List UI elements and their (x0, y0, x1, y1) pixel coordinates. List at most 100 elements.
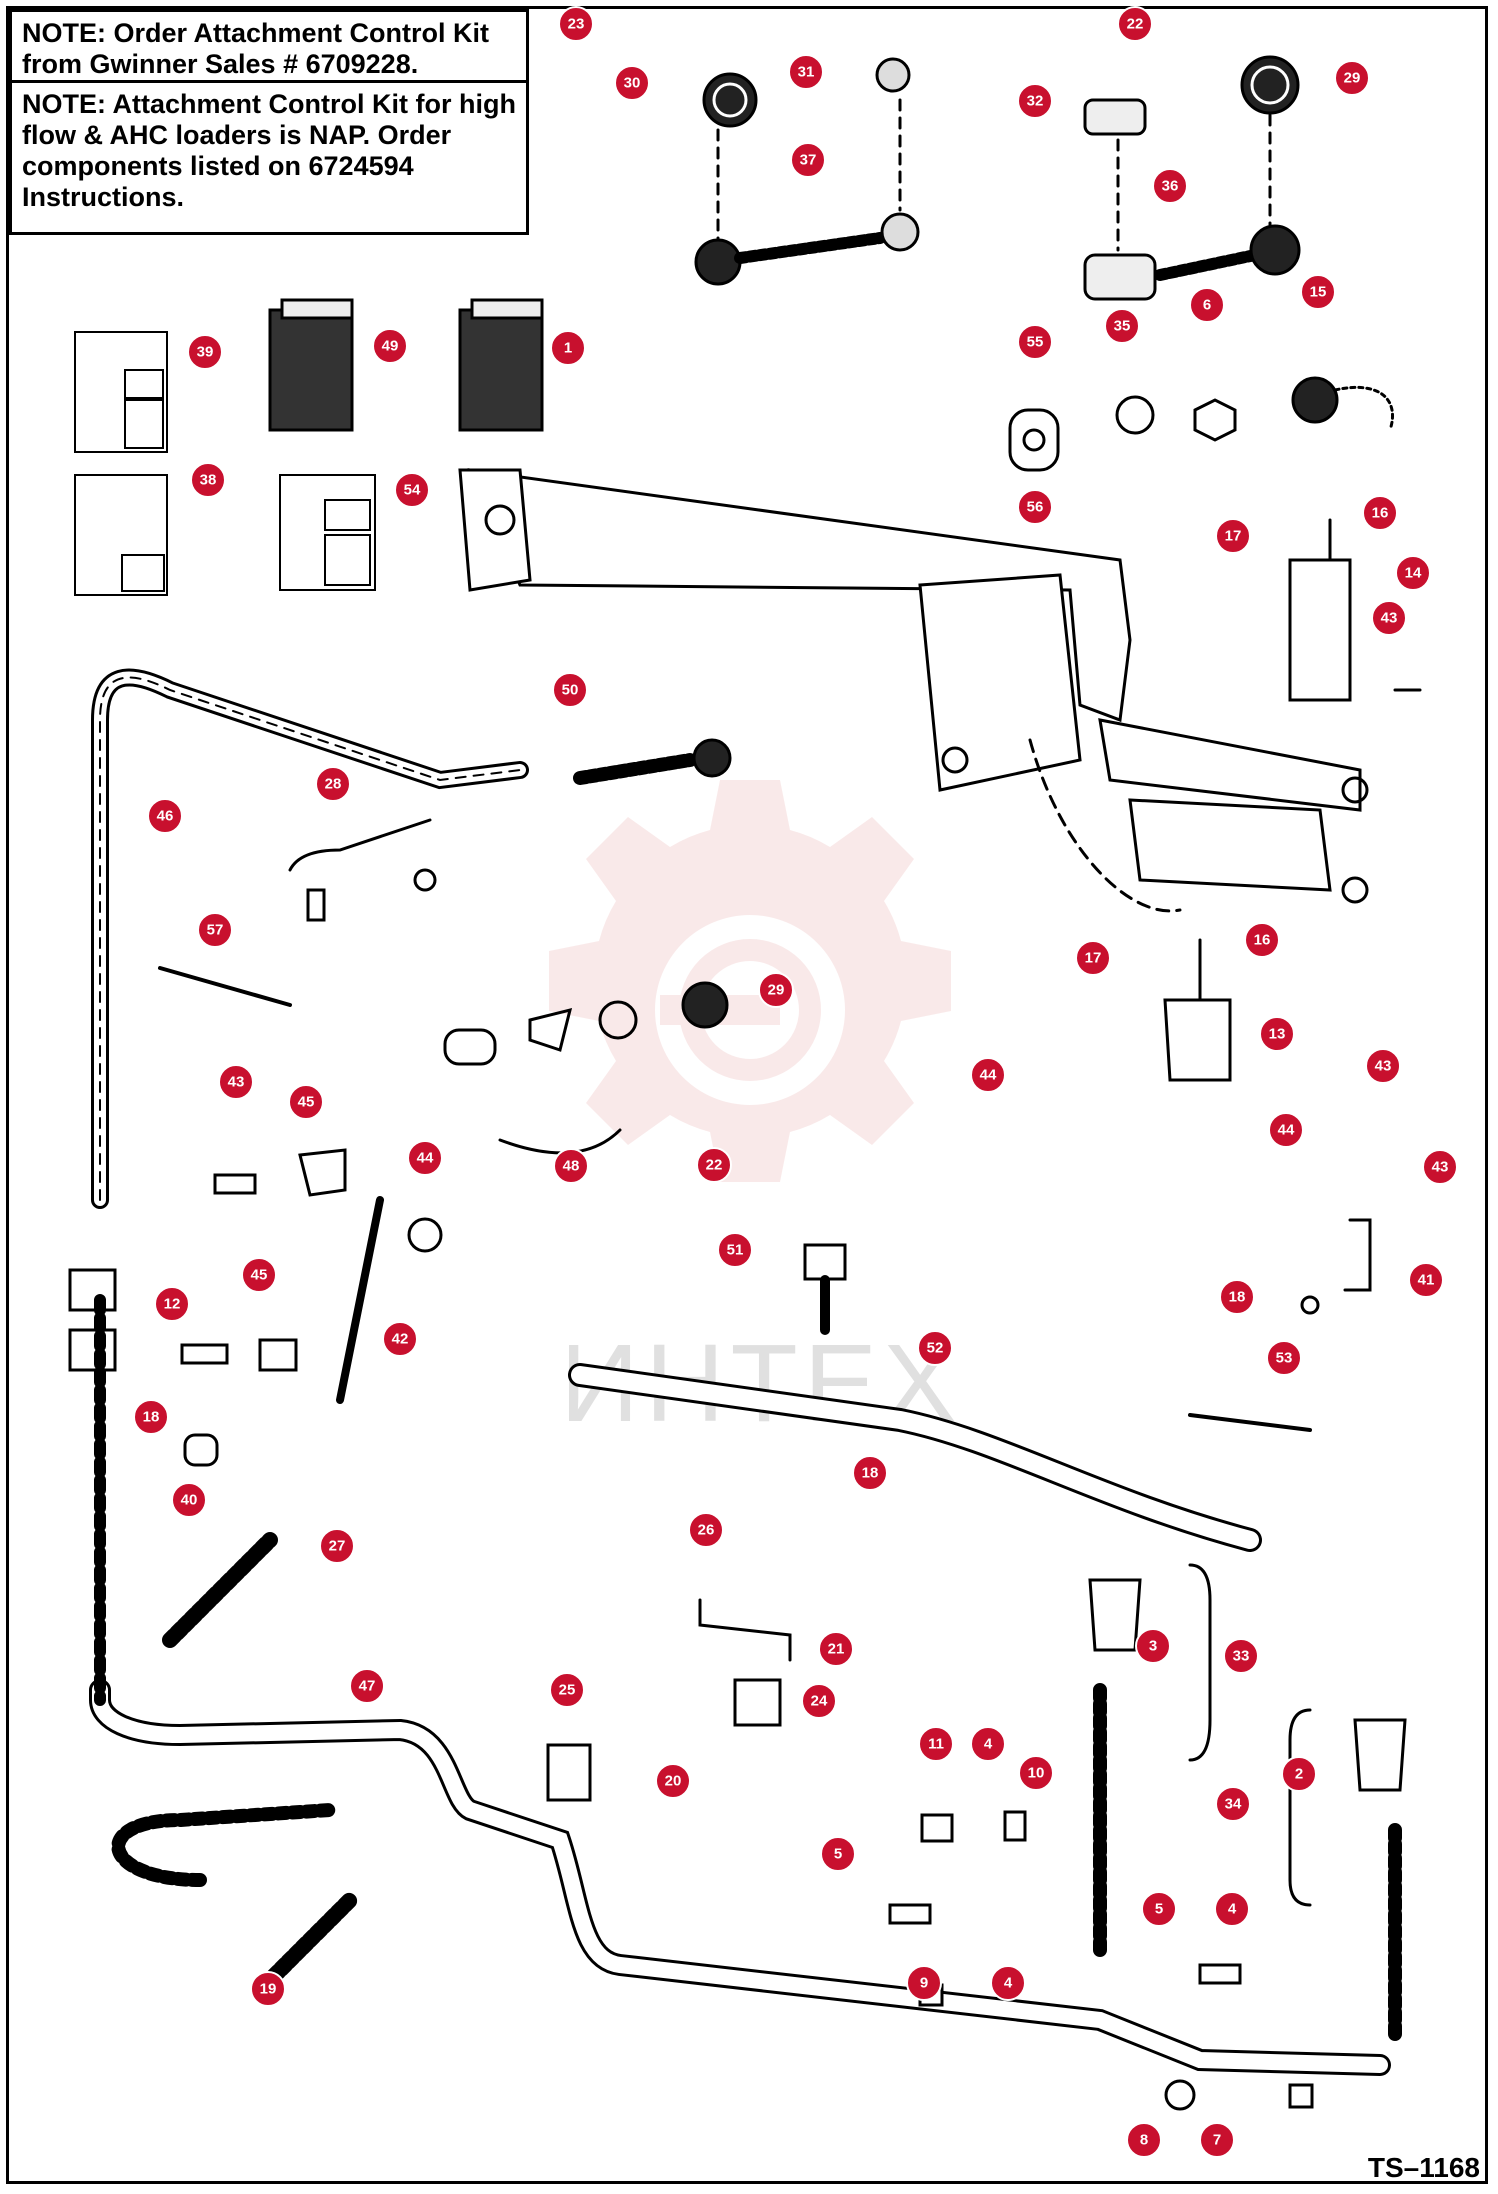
callout-marker (372, 328, 408, 364)
bracket-14 (1288, 518, 1422, 702)
callout-4: 4 (1214, 1891, 1250, 1927)
callout-number: 31 (798, 64, 815, 81)
callout-marker (147, 798, 183, 834)
callout-number: 56 (1027, 499, 1044, 516)
callout-marker (154, 1286, 190, 1322)
callout-marker (550, 330, 586, 366)
callout-marker (970, 1057, 1006, 1093)
callout-marker (1422, 1149, 1458, 1185)
watermark-gear-icon (549, 780, 951, 1182)
callout-marker (133, 1399, 169, 1435)
part-5a (888, 1903, 932, 1925)
callout-marker (790, 142, 826, 178)
callout-marker (1219, 1279, 1255, 1315)
manual-38 (74, 474, 168, 596)
callout-number: 22 (706, 1157, 723, 1174)
note-label: NOTE: (22, 18, 106, 48)
cable-tie-57 (158, 966, 292, 1007)
callout-number: 14 (1405, 565, 1422, 582)
callout-number: 36 (1162, 178, 1179, 195)
callout-number: 23 (568, 16, 585, 33)
callout-marker (655, 1763, 691, 1799)
callout-marker (1126, 2122, 1162, 2158)
callout-19: 19 (250, 1971, 286, 2007)
callout-marker (1395, 555, 1431, 591)
callout-number: 22 (1127, 16, 1144, 33)
callout-number: 4 (1228, 1901, 1237, 1918)
brace-33 (1188, 1563, 1212, 1762)
callout-number: 5 (834, 1846, 842, 1863)
note-kit-order: NOTE: Order Attachment Control Kit from … (9, 9, 529, 83)
callout-22: 22 (1117, 6, 1153, 42)
callout-number: 44 (417, 1150, 434, 1167)
callout-number: 6 (1203, 297, 1211, 314)
harness-52 (568, 1363, 1262, 1552)
callout-45: 45 (241, 1257, 277, 1293)
callout-marker (349, 1668, 385, 1704)
drawing-code: TS–1168 (1367, 2152, 1480, 2183)
callout-34: 34 (1215, 1786, 1251, 1822)
callout-marker (688, 1512, 724, 1548)
callout-28: 28 (315, 766, 351, 802)
callout-number: 17 (1225, 528, 1242, 545)
callout-35: 35 (1104, 308, 1140, 344)
callout-number: 25 (559, 1682, 576, 1699)
callout-marker (918, 1726, 954, 1762)
callout-marker (1017, 324, 1053, 360)
callout-53: 53 (1266, 1340, 1302, 1376)
callout-marker (197, 912, 233, 948)
callout-37: 37 (790, 142, 826, 178)
callout-number: 7 (1213, 2132, 1221, 2149)
part-7 (1288, 2083, 1314, 2109)
decal-pack-1 (458, 298, 544, 432)
callout-number: 37 (800, 152, 817, 169)
callout-number: 57 (207, 922, 224, 939)
callout-11: 11 (918, 1726, 954, 1762)
part-10 (1003, 1810, 1027, 1842)
bracket-26 (698, 1598, 792, 1662)
callout-27: 27 (319, 1528, 355, 1564)
callout-number: 8 (1140, 2132, 1148, 2149)
callout-number: 4 (1004, 1975, 1013, 1992)
callout-14: 14 (1395, 555, 1431, 591)
decal-pack-49 (268, 298, 354, 432)
callout-56: 56 (1017, 489, 1053, 525)
callout-number: 54 (404, 482, 421, 499)
callout-marker (1223, 1638, 1259, 1674)
callout-number: 49 (382, 338, 399, 355)
callout-number: 34 (1225, 1796, 1242, 1813)
callout-marker (917, 1330, 953, 1366)
callout-marker (190, 462, 226, 498)
manual-39 (74, 331, 168, 453)
callout-6: 6 (1189, 287, 1225, 323)
callout-number: 30 (624, 75, 641, 92)
callout-marker (1281, 1756, 1317, 1792)
callout-number: 21 (828, 1641, 845, 1658)
callout-8: 8 (1126, 2122, 1162, 2158)
callout-22: 22 (696, 1147, 732, 1183)
callout-55: 55 (1017, 324, 1053, 360)
callout-45: 45 (288, 1084, 324, 1120)
callout-57: 57 (197, 912, 233, 948)
bulkhead-fitting (1008, 376, 1395, 472)
callout-number: 9 (920, 1975, 928, 1992)
callout-38: 38 (190, 462, 226, 498)
callout-number: 43 (1432, 1159, 1449, 1176)
callout-number: 45 (298, 1094, 315, 1111)
callout-50: 50 (552, 672, 588, 708)
note-high-flow: NOTE: Attachment Control Kit for high fl… (9, 80, 529, 235)
callout-46: 46 (147, 798, 183, 834)
callout-marker (801, 1683, 837, 1719)
callout-number: 45 (251, 1267, 268, 1284)
callout-number: 2 (1295, 1766, 1303, 1783)
callout-number: 35 (1114, 318, 1131, 335)
callout-number: 16 (1254, 932, 1271, 949)
callout-marker (990, 1965, 1026, 2001)
callout-number: 18 (143, 1409, 160, 1426)
callout-13: 13 (1259, 1016, 1295, 1052)
callout-marker (1017, 489, 1053, 525)
bracket-13 (1163, 938, 1232, 1082)
callout-36: 36 (1152, 168, 1188, 204)
